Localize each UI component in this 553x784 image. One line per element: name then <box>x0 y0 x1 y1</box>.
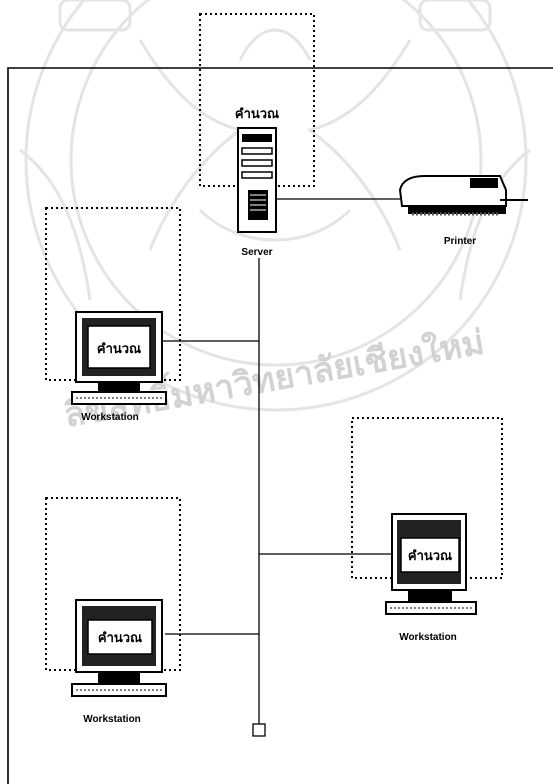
workstation-icon-3 <box>72 600 166 696</box>
workstation-screen-label-3: คำนวณ <box>98 630 142 646</box>
server-icon <box>238 128 276 232</box>
workstation-caption-3: Workstation <box>83 714 141 725</box>
network-terminator <box>253 724 265 736</box>
workstation-caption-1: Workstation <box>81 412 139 423</box>
workstation-screen-label-1: คำนวณ <box>97 341 141 357</box>
workstation-screen-label-2: คำนวณ <box>408 548 452 564</box>
workstation-icon-2 <box>386 514 476 614</box>
server-screen-label: คำนวณ <box>235 106 279 122</box>
printer-caption: Printer <box>444 236 476 247</box>
server-caption: Server <box>241 247 272 258</box>
printer-icon <box>400 176 528 214</box>
workstation-caption-2: Workstation <box>399 632 457 643</box>
